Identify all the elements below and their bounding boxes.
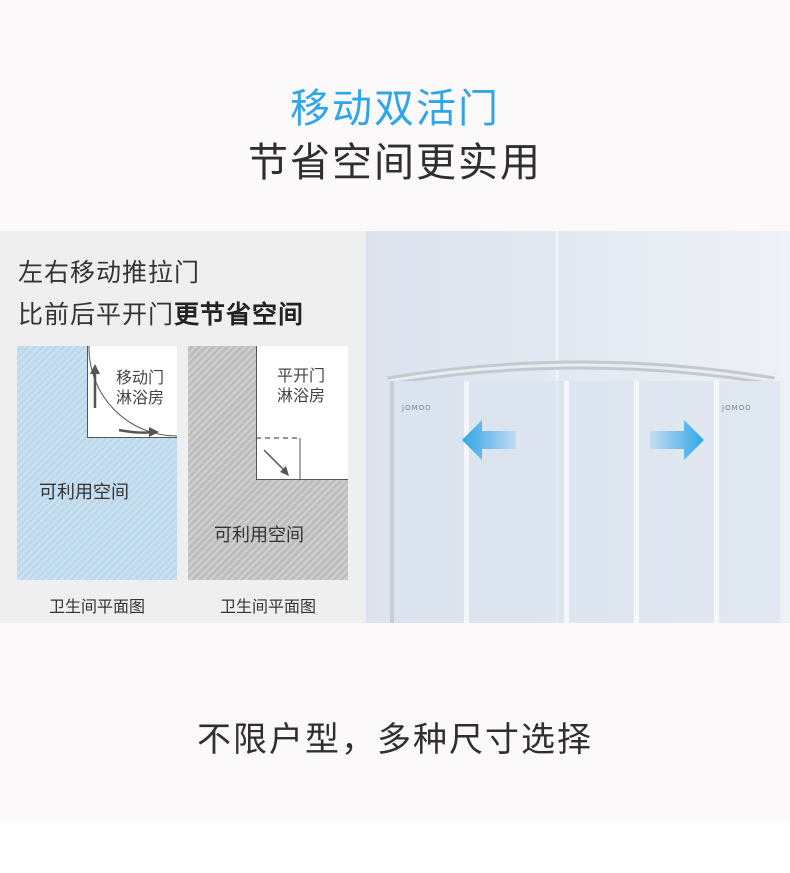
sliding-usable-space-label: 可利用空间 <box>39 482 129 503</box>
swing-booth-label: 平开门 淋浴房 <box>271 366 331 406</box>
headline-title: 移动双活门 <box>290 86 500 132</box>
sliding-plan-caption: 卫生间平面图 <box>48 597 145 616</box>
glass-panels <box>390 381 780 623</box>
sliding-booth-label-line1: 移动门 <box>115 368 164 387</box>
door-edge-right <box>714 381 719 623</box>
swing-booth: 平开门 淋浴房 <box>256 346 348 480</box>
swing-door-diagram-icon <box>256 437 301 480</box>
swing-booth-label-line1: 平开门 <box>276 366 325 385</box>
shower-enclosure-photo: JOMOO JOMOO <box>366 231 790 623</box>
swing-plan-caption: 卫生间平面图 <box>219 597 316 616</box>
bottom-strip <box>0 820 790 873</box>
swing-booth-label-line2: 淋浴房 <box>276 386 325 405</box>
brand-mark-left: JOMOO <box>402 404 432 412</box>
sizes-tagline: 不限户型，多种尺寸选择 <box>197 720 593 760</box>
swing-usable-space-label: 可利用空间 <box>214 525 304 546</box>
enclosure-top-rail <box>387 360 775 381</box>
lead-line-2-prefix: 比前后平开门 <box>18 300 175 329</box>
sliding-door-floor-plan: 移动门 淋浴房 可利用空间 <box>17 346 177 580</box>
lead-line-2: 比前后平开门更节省空间 <box>18 295 304 331</box>
lead-line-1: 左右移动推拉门 <box>18 258 201 287</box>
arrow-left-icon <box>462 420 516 460</box>
sliding-booth-label-line2: 淋浴房 <box>115 388 164 407</box>
lead-line-2-emphasis: 更节省空间 <box>174 300 305 329</box>
brand-mark-right: JOMOO <box>722 404 752 412</box>
comparison-panel: 左右移动推拉门 比前后平开门更节省空间 移动门 淋浴房 可利用空间 卫生间平面图 <box>0 231 366 623</box>
comparison-band: 左右移动推拉门 比前后平开门更节省空间 移动门 淋浴房 可利用空间 卫生间平面图 <box>0 231 790 623</box>
sliding-door-arc-icon <box>88 346 177 437</box>
swing-door-floor-plan: 平开门 淋浴房 可利用空间 <box>188 346 348 580</box>
door-edge-left <box>464 381 469 623</box>
sliding-booth-label: 移动门 淋浴房 <box>110 368 170 408</box>
sliding-booth: 移动门 淋浴房 <box>87 346 177 438</box>
arrow-right-icon <box>650 420 704 460</box>
door-edge-center-left <box>564 381 569 623</box>
door-edge-center-right <box>634 381 639 623</box>
headline-subtitle: 节省空间更实用 <box>248 140 542 186</box>
